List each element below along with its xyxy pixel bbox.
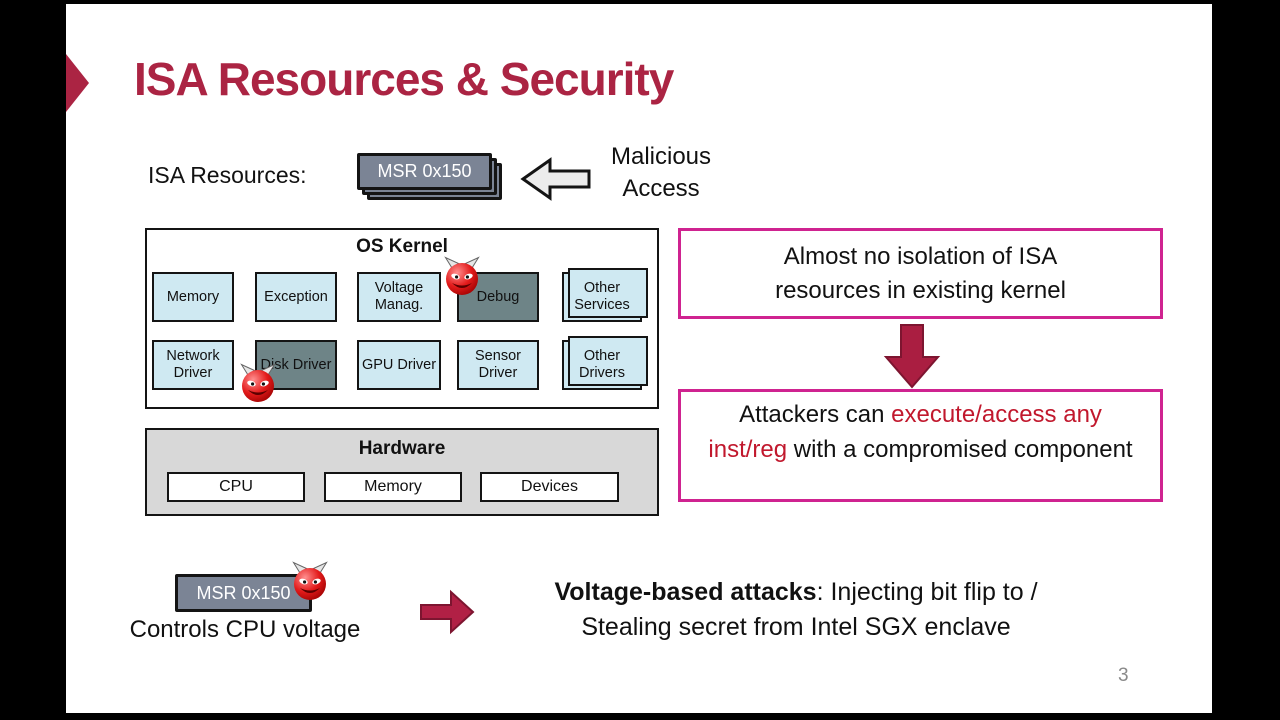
attacker-callout-text: Attackers can — [739, 401, 892, 428]
right-block-arrow-icon — [420, 589, 475, 635]
voltage-attack-rest: : Injecting bit flip to / — [816, 578, 1038, 606]
isa-resources-label: ISA Resources: — [148, 162, 307, 188]
devil-icon — [445, 257, 479, 296]
hardware-component-devices: Devices — [480, 472, 619, 502]
page-title: ISA Resources & Security — [134, 53, 674, 105]
voltage-attack-line1: Voltage-based attacks: Injecting bit fli… — [506, 575, 1086, 610]
devil-icon — [241, 364, 275, 403]
malicious-access-label: Malicious Access — [585, 141, 737, 205]
kernel-module-other-drivers: Other Drivers — [562, 336, 648, 390]
voltage-attack-description: Voltage-based attacks: Injecting bit fli… — [506, 575, 1086, 645]
left-block-arrow-icon — [520, 157, 591, 201]
msr-register-stack: MSR 0x150 — [357, 153, 515, 213]
malicious-access-line1: Malicious — [610, 143, 712, 170]
page-number: 3 — [1118, 665, 1129, 686]
attacker-callout-text: with a compromised component — [787, 436, 1133, 463]
devil-icon — [293, 562, 327, 601]
os-kernel-title: OS Kernel — [356, 236, 448, 257]
malicious-access-line2: Access — [622, 175, 700, 202]
msr-caption: Controls CPU voltage — [129, 616, 361, 643]
kernel-module-network-driver: Network Driver — [152, 340, 234, 390]
kernel-module-voltage-manag: Voltage Manag. — [357, 272, 441, 322]
hardware-component-memory: Memory — [324, 472, 462, 502]
isolation-callout-box: Almost no isolation of ISA resources in … — [678, 228, 1163, 319]
hardware-title: Hardware — [358, 438, 446, 459]
os-kernel-box: OS Kernel Memory Exception Voltage Manag… — [145, 228, 659, 409]
slide: ISA Resources & Security ISA Resources: … — [66, 4, 1212, 713]
title-chevron-icon — [66, 54, 89, 112]
attacker-callout-highlight: execute/access any inst/reg — [708, 401, 1102, 463]
msr-register-box: MSR 0x150 — [357, 153, 492, 190]
kernel-module-sensor-driver: Sensor Driver — [457, 340, 539, 390]
kernel-module-gpu-driver: GPU Driver — [357, 340, 441, 390]
voltage-attack-line2: Stealing secret from Intel SGX enclave — [581, 613, 1011, 641]
hardware-box: Hardware CPU Memory Devices — [145, 428, 659, 516]
isolation-callout-line1: Almost no isolation of ISA — [783, 243, 1058, 270]
down-block-arrow-icon — [883, 324, 941, 389]
kernel-module-memory: Memory — [152, 272, 234, 322]
kernel-module-exception: Exception — [255, 272, 337, 322]
attacker-callout-box: Attackers can execute/access any inst/re… — [678, 389, 1163, 502]
voltage-attack-bold: Voltage-based attacks — [554, 578, 817, 606]
hardware-component-cpu: CPU — [167, 472, 305, 502]
isolation-callout-line2: resources in existing kernel — [775, 277, 1066, 304]
kernel-module-other-services: Other Services — [562, 268, 648, 322]
